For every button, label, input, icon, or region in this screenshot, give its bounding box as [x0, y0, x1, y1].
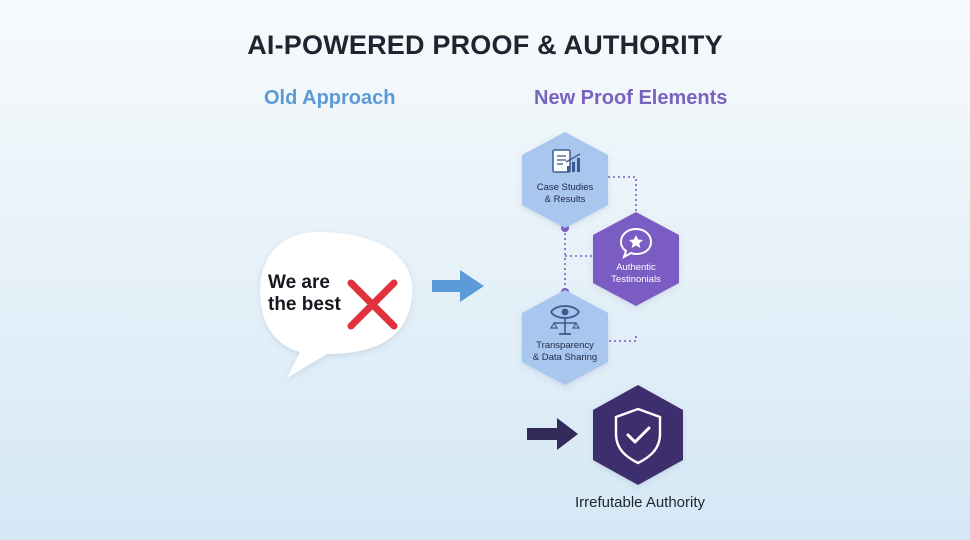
hexagon-testimonials [593, 212, 679, 306]
transition-arrow [432, 270, 484, 302]
result-arrow [527, 418, 578, 450]
connector-lines [564, 176, 637, 342]
testimonials-label: Authentic Testinonials [581, 262, 691, 286]
testimonials-line-1: Authentic [616, 262, 656, 273]
testimonials-line-2: Testinonials [611, 274, 661, 285]
document-chart-icon [552, 149, 581, 173]
bubble-text: We are the best [268, 272, 358, 316]
transparency-label: Transparency & Data Sharing [510, 340, 620, 364]
old-approach-label: Old Approach [264, 87, 396, 109]
shield-check-icon [614, 407, 662, 465]
transparency-line-2: & Data Sharing [532, 352, 598, 363]
case-studies-line-2: & Results [544, 194, 586, 205]
case-studies-label: Case Studies & Results [510, 182, 620, 206]
case-studies-line-1: Case Studies [536, 182, 594, 193]
bubble-line-2: the best [268, 294, 341, 315]
hexagon-authority [593, 385, 683, 485]
hexagon-case-studies [522, 132, 608, 228]
page-title: AI-POWERED PROOF & AUTHORITY [247, 30, 723, 60]
transparency-line-1: Transparency [536, 340, 594, 351]
speech-bubble [260, 232, 413, 378]
irrefutable-authority-label: Irrefutable Authority [574, 494, 706, 511]
hexagon-transparency [522, 290, 608, 385]
new-proof-elements-label: New Proof Elements [534, 87, 728, 109]
eye-scale-icon [549, 305, 581, 335]
star-chat-icon [619, 227, 653, 260]
bubble-line-1: We are [268, 272, 330, 293]
red-cross-icon [347, 279, 398, 330]
